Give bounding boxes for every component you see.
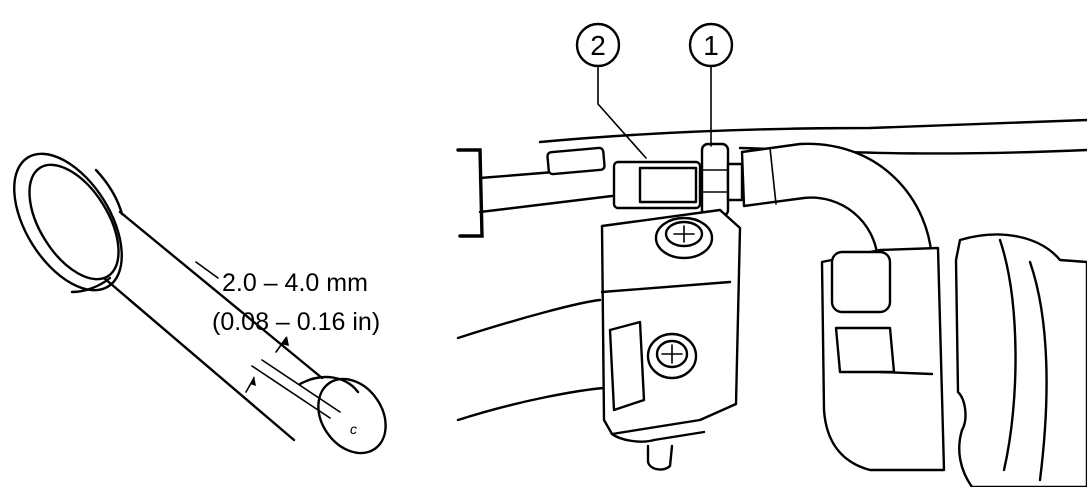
callout-2-leader <box>597 65 647 159</box>
grip-near-end-cap <box>317 377 387 455</box>
grip-flare-upper <box>94 168 124 216</box>
top-screw-cross <box>673 225 695 243</box>
hand-grip <box>954 233 1087 489</box>
clamp-body <box>600 208 742 436</box>
dimension-mm-label: 2.0 – 4.0 mm <box>222 269 368 297</box>
callout-1-label: 1 <box>703 30 719 61</box>
cable-guide-cutoff <box>456 148 484 238</box>
hand-grip-contour-2 <box>1028 260 1048 482</box>
front-screw-head <box>655 339 689 369</box>
adjuster-bolt-hex <box>638 166 698 204</box>
tip-mark-label: c <box>350 421 357 437</box>
grip-cable-end-drawing: c <box>13 152 387 455</box>
lever-pivot-block <box>830 250 892 314</box>
grip-shaft-upper-edge <box>118 210 324 380</box>
callout-2-label: 2 <box>590 30 606 61</box>
clamp-bottom-edge <box>610 430 706 443</box>
callout-1-circle <box>688 22 734 68</box>
groove-line-1 <box>251 365 331 419</box>
hand-grip-contour <box>998 238 1017 472</box>
elbow-seam <box>769 147 777 205</box>
dimension-arrowhead-upper <box>281 336 289 346</box>
handlebar-top-line <box>538 118 1087 144</box>
top-screw-head <box>664 220 704 248</box>
grip-end-disc <box>13 152 123 292</box>
grip-shaft-lower-edge <box>102 276 296 442</box>
locknut-flats <box>701 169 729 193</box>
grip-end-disc-rim <box>28 163 120 281</box>
bottom-bolt <box>646 444 674 471</box>
adjuster-bolt <box>612 160 702 210</box>
clamp-split-line <box>600 280 732 294</box>
handlebar-bottom-line <box>456 386 606 422</box>
dimension-leader-line <box>195 261 219 279</box>
dimension-in-label: (0.08 – 0.16 in) <box>212 308 380 336</box>
cable-lower-edge <box>478 194 614 214</box>
callout-2-circle <box>575 22 621 68</box>
cable-ferrule <box>546 146 606 176</box>
grip-cap-ring <box>298 375 360 394</box>
clamp-face-panel <box>608 320 646 412</box>
lever-assembly-drawing <box>456 22 1087 489</box>
lever-housing-edge <box>878 370 934 376</box>
handlebar-lower-line <box>456 298 602 340</box>
adjuster-thread <box>726 162 744 202</box>
dimension-arrowhead-lower <box>250 376 256 386</box>
groove-line-2 <box>261 359 341 413</box>
front-screw-cross <box>661 344 683 364</box>
locknut <box>700 142 730 218</box>
